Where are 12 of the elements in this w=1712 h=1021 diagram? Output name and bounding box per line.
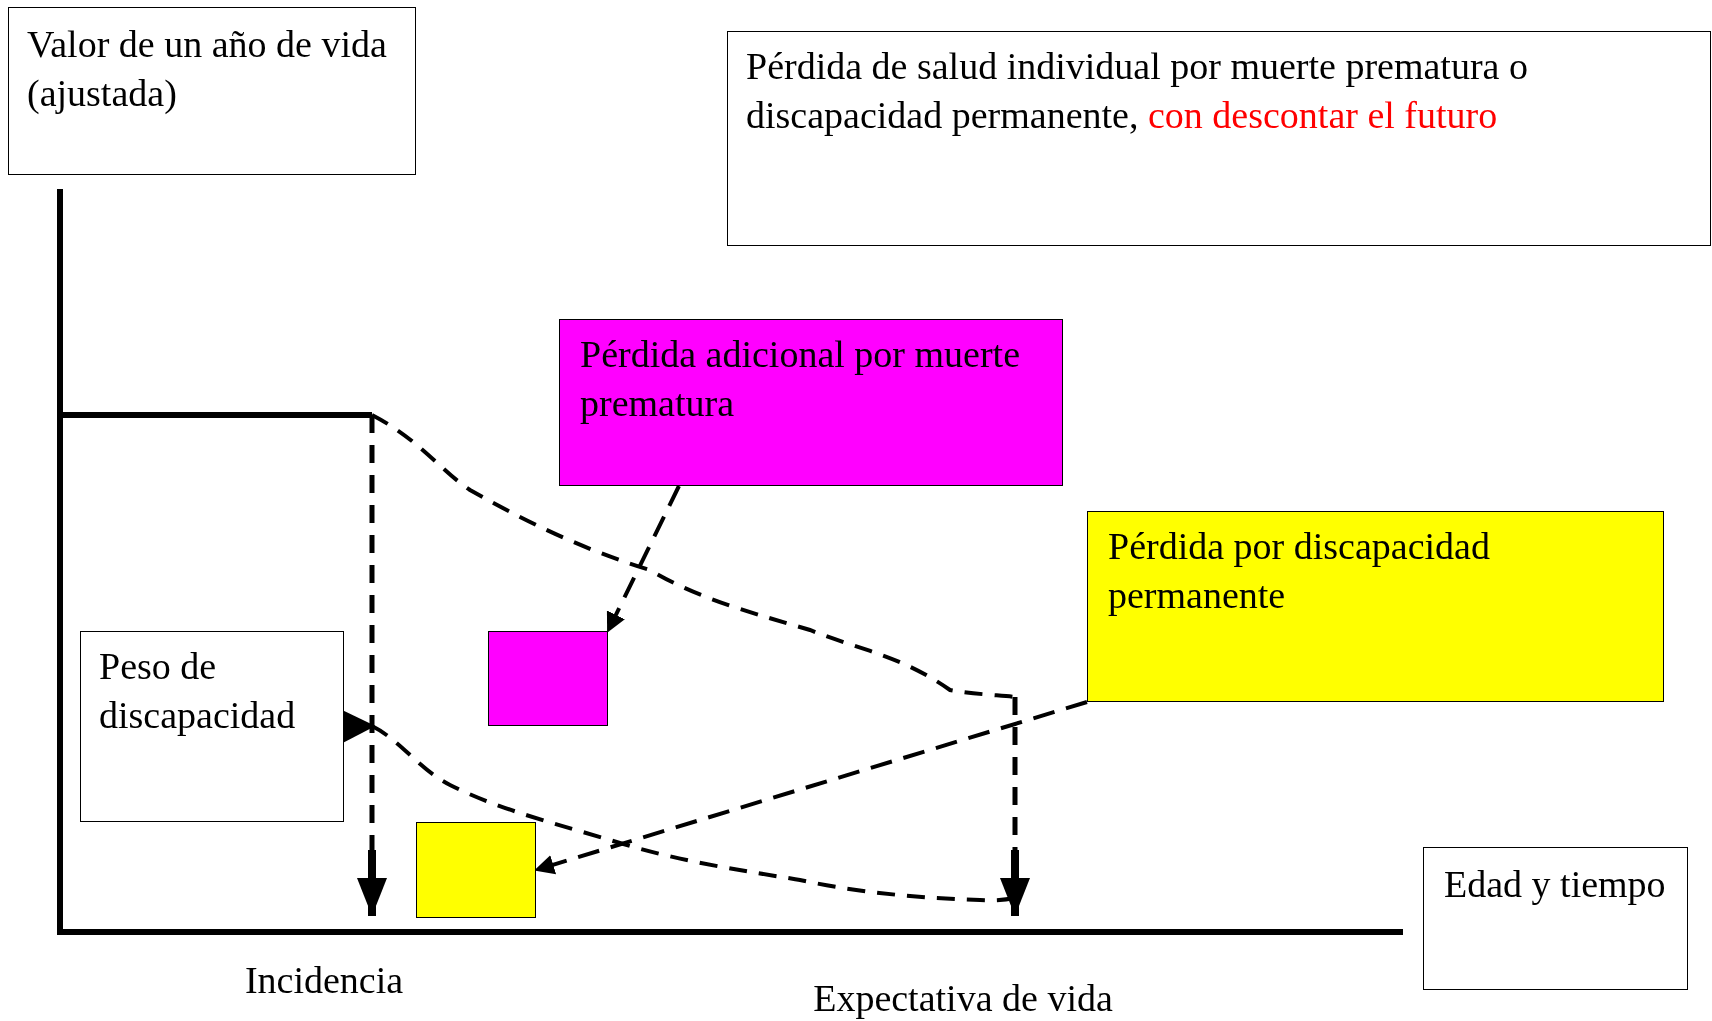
axis-label: Incidencia — [244, 958, 404, 1002]
callout-box: Pérdida por discapacidad permanente — [1087, 511, 1664, 702]
text-box: Peso de discapacidad — [80, 631, 344, 822]
empty-box — [488, 631, 608, 726]
leader-line — [534, 700, 1088, 875]
text-box: Valor de un año de vida (ajustada) — [8, 7, 416, 175]
callout-box: Pérdida adicional por muerte prematura — [559, 319, 1063, 486]
text-box: Edad y tiempo — [1423, 847, 1688, 990]
axis-label: Expectativa de vida — [813, 976, 1113, 1020]
empty-box — [416, 822, 536, 918]
text-box: Pérdida de salud individual por muerte prematura o discapacidad permanente, con descontar el futuro — [727, 31, 1711, 246]
leader-line — [606, 485, 681, 633]
